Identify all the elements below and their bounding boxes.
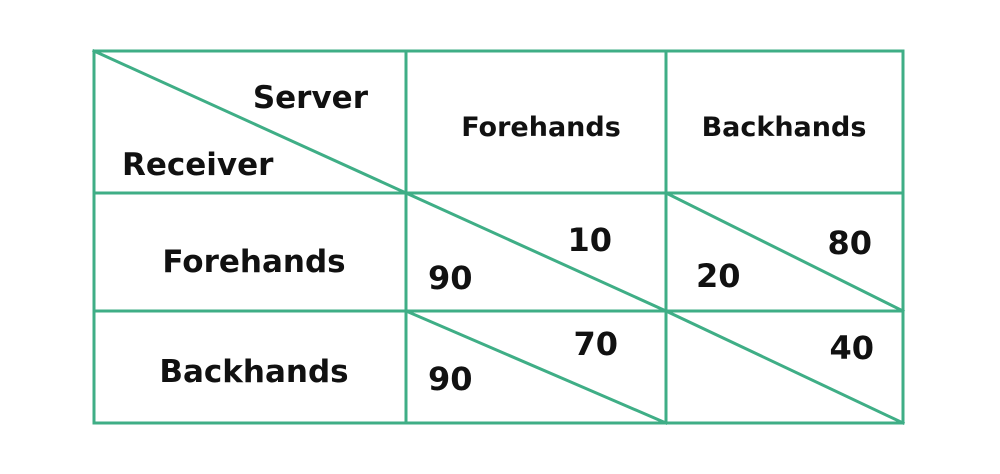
cell-diagonal-r1c1 [404, 191, 668, 313]
corner-server-label: Server [253, 80, 369, 116]
column-header-backhands: Backhands [702, 112, 867, 143]
cell-r2c1-top-right-value: 70 [573, 325, 618, 363]
cell-diagonal-r2c1 [404, 309, 668, 425]
cell-diagonal-r2c2 [664, 309, 905, 425]
cell-r2c1-bottom-left-value: 90 [428, 360, 473, 398]
cell-r2c2-top-right-value: 40 [829, 329, 874, 367]
cell-r1c1-bottom-left-value: 90 [428, 259, 473, 297]
cell-diagonal-r1c2 [663, 190, 906, 314]
cell-r1c2-bottom-left-value: 20 [696, 257, 741, 295]
cell-r1c2-top-right-value: 80 [827, 224, 872, 262]
table-border [92, 49, 905, 425]
row-header-backhands: Backhands [159, 354, 348, 390]
table-grid [92, 49, 906, 425]
corner-diagonal [92, 49, 408, 195]
cell-r1c1-top-right-value: 10 [567, 221, 612, 259]
row-header-forehands: Forehands [162, 244, 345, 280]
column-header-forehands: Forehands [461, 112, 621, 143]
corner-receiver-label: Receiver [122, 147, 274, 183]
